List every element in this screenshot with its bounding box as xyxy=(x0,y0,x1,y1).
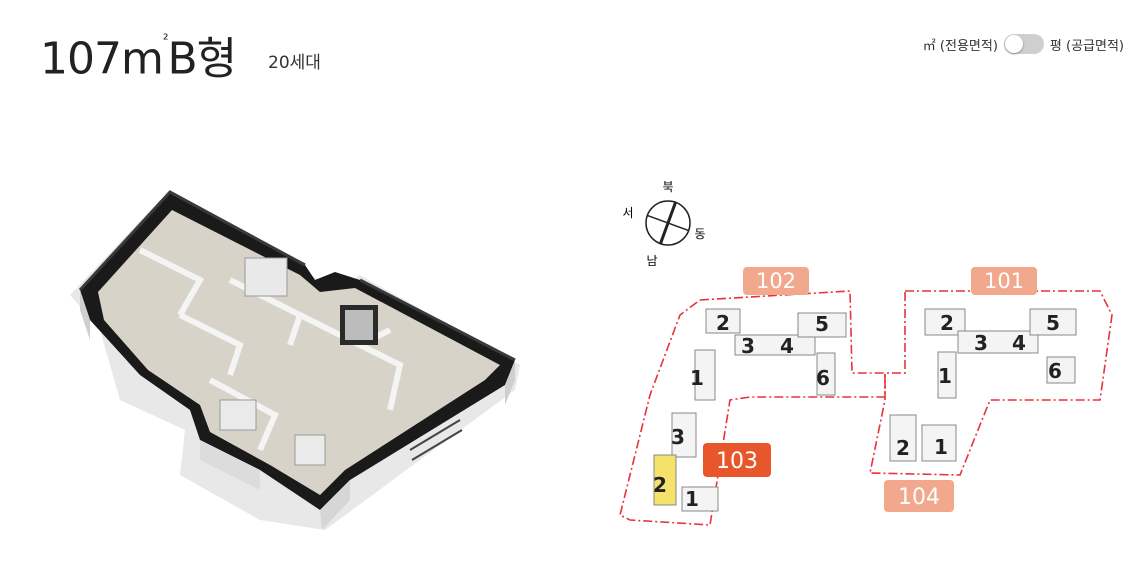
area-unit-toggle[interactable]: ㎡ (전용면적) 평 (공급면적) xyxy=(923,34,1124,54)
compass-south: 남 xyxy=(646,254,657,268)
toggle-knob xyxy=(1004,35,1023,53)
block-102-label[interactable]: 102 xyxy=(756,269,796,293)
b101-building-6[interactable]: 6 xyxy=(1048,359,1062,383)
page-title: 107m²B형 xyxy=(40,24,237,90)
block-104[interactable]: 104 xyxy=(884,480,954,512)
b102-building-2[interactable]: 2 xyxy=(716,311,730,335)
b103-building-2[interactable]: 2 xyxy=(653,473,667,497)
b104-building-1[interactable]: 1 xyxy=(934,435,948,459)
selected-building-highlight[interactable] xyxy=(653,454,677,506)
toggle-right-label[interactable]: 평 (공급면적) xyxy=(1049,38,1124,54)
b102-building-4[interactable]: 4 xyxy=(780,334,794,358)
b102-building-5[interactable]: 5 xyxy=(815,312,829,336)
title-area: 107m xyxy=(40,33,164,85)
title-area-unit: ² xyxy=(162,32,169,48)
block-104-label[interactable]: 104 xyxy=(898,485,940,510)
block-103[interactable]: 103 xyxy=(703,443,771,477)
block-101-label[interactable]: 101 xyxy=(984,269,1024,293)
b104-building-2[interactable]: 2 xyxy=(896,436,910,460)
compass-east: 동 xyxy=(694,227,705,241)
b103-building-3[interactable]: 3 xyxy=(671,425,685,449)
site-boundary-west xyxy=(619,290,886,526)
site-boundary-east xyxy=(869,290,1113,476)
compass-west: 서 xyxy=(622,206,633,220)
unit-count: 20세대 xyxy=(268,53,321,73)
block-101[interactable]: 101 xyxy=(971,267,1037,295)
compass-north: 북 xyxy=(662,180,673,194)
b102-building-6[interactable]: 6 xyxy=(816,366,830,390)
b101-building-5[interactable]: 5 xyxy=(1046,311,1060,335)
block-103-label[interactable]: 103 xyxy=(716,449,758,474)
b103-building-1[interactable]: 1 xyxy=(685,487,699,511)
site-plan: 북 동 남 서 102 101 103 104 xyxy=(619,180,1113,526)
area-toggle-switch[interactable] xyxy=(1003,34,1044,54)
b102-building-1[interactable]: 1 xyxy=(690,366,704,390)
compass: 북 동 남 서 xyxy=(622,180,705,268)
b101-building-2[interactable]: 2 xyxy=(940,311,954,335)
floor-plan-image xyxy=(70,190,520,530)
block-102[interactable]: 102 xyxy=(743,267,809,295)
b101-building-1[interactable]: 1 xyxy=(938,364,952,388)
b101-building-4[interactable]: 4 xyxy=(1012,331,1026,355)
title-type: B형 xyxy=(167,33,237,85)
b101-building-3[interactable]: 3 xyxy=(974,331,988,355)
toggle-left-label[interactable]: ㎡ (전용면적) xyxy=(922,38,998,54)
b102-building-3[interactable]: 3 xyxy=(741,334,755,358)
